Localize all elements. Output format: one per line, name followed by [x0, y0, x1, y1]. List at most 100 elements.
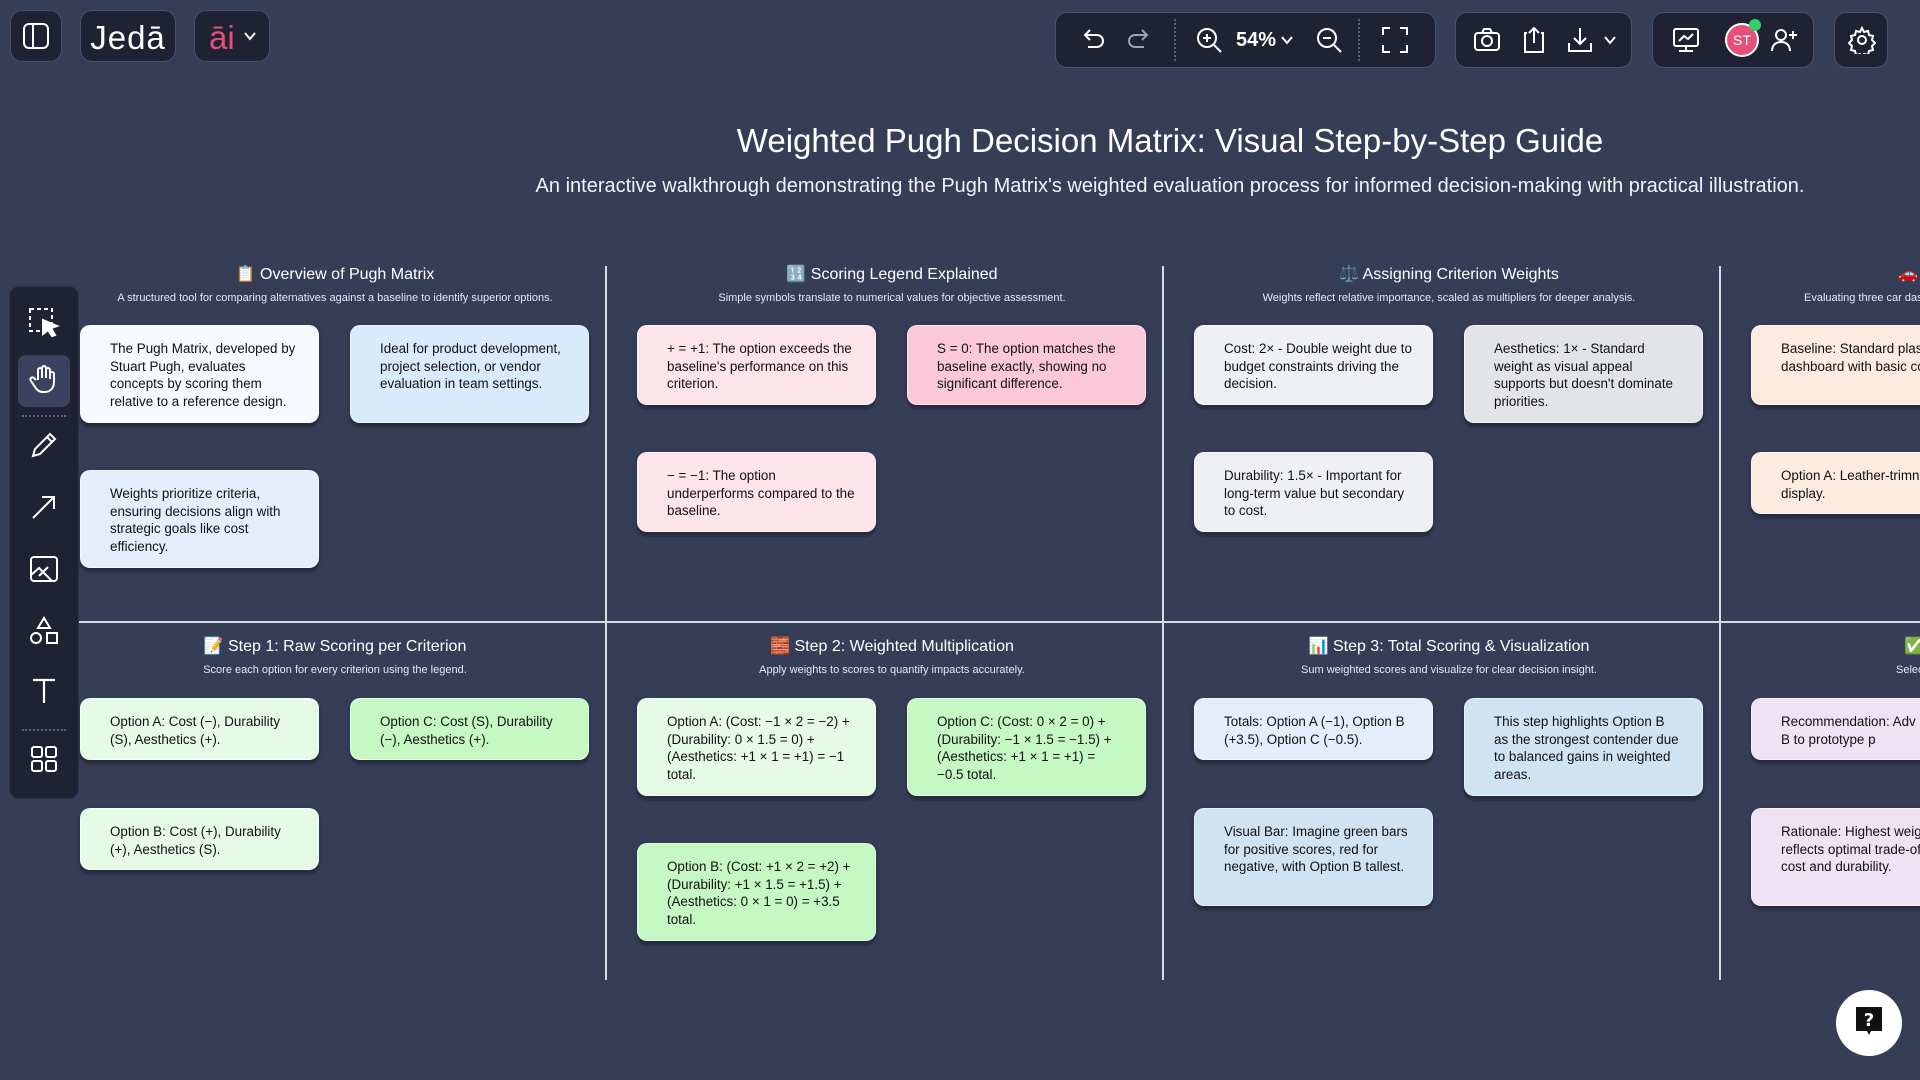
section-title: 📝 Step 1: Raw Scoring per Criterion — [203, 638, 467, 655]
pencil-icon — [29, 430, 59, 465]
section-title: 🧱 Step 2: Weighted Multiplication — [770, 638, 1014, 655]
camera-icon[interactable] — [1470, 23, 1504, 57]
zoom-level[interactable]: 54% — [1236, 29, 1277, 51]
download-icon[interactable] — [1563, 23, 1597, 57]
section-header-overview: 📋 Overview of Pugh Matrix A structured t… — [55, 264, 615, 304]
sticky-note[interactable]: Option C: Cost (S), Durability (−), Aest… — [350, 698, 589, 760]
toolbar-divider — [22, 415, 66, 417]
section-header-step1: 📝 Step 1: Raw Scoring per Criterion Scor… — [55, 636, 615, 676]
section-subtitle: Score each option for every criterion us… — [203, 664, 467, 676]
grid-divider — [605, 266, 607, 980]
sticky-note[interactable]: Totals: Option A (−1), Option B (+3.5), … — [1194, 698, 1433, 760]
section-header-step2: 🧱 Step 2: Weighted Multiplication Apply … — [612, 636, 1172, 676]
canvas-subtitle: An interactive walkthrough demonstrating… — [535, 175, 1805, 197]
chevron-down-icon — [241, 27, 259, 45]
grid-icon — [29, 744, 59, 779]
zoom-out-icon[interactable] — [1312, 23, 1346, 57]
undo-icon[interactable] — [1076, 23, 1110, 57]
sticky-note[interactable]: Aesthetics: 1× - Standard weight as visu… — [1464, 325, 1703, 423]
add-user-icon[interactable] — [1767, 23, 1801, 57]
section-header-recommendation: ✅ Selec — [1726, 636, 1920, 676]
grid-divider — [1162, 266, 1164, 980]
chevron-down-icon[interactable] — [1278, 31, 1296, 49]
section-header-example: 🚗 Evaluating three car das — [1726, 264, 1920, 304]
chevron-down-icon[interactable] — [1601, 31, 1619, 49]
section-header-weights: ⚖️ Assigning Criterion Weights Weights r… — [1169, 264, 1729, 304]
redo-icon[interactable] — [1122, 23, 1156, 57]
sticky-note[interactable]: Baseline: Standard plas dashboard with b… — [1751, 325, 1920, 405]
section-header-step3: 📊 Step 3: Total Scoring & Visualization … — [1169, 636, 1729, 676]
sticky-note[interactable]: Cost: 2× - Double weight due to budget c… — [1194, 325, 1433, 405]
ai-menu-button[interactable]: āi — [194, 10, 270, 62]
section-subtitle: Apply weights to scores to quantify impa… — [759, 664, 1025, 676]
select-tool[interactable] — [18, 299, 70, 351]
sticky-note[interactable]: Option B: (Cost: +1 × 2 = +2) + (Durabil… — [637, 843, 876, 941]
pen-tool[interactable] — [18, 421, 70, 473]
sticky-note[interactable]: Ideal for product development, project s… — [350, 325, 589, 423]
sidebar-panel-icon — [11, 11, 61, 61]
export-controls-group — [1455, 12, 1632, 68]
gear-icon — [1845, 23, 1879, 57]
toolbar-divider — [22, 729, 66, 731]
section-title: 📋 Overview of Pugh Matrix — [235, 266, 435, 283]
divider — [1174, 19, 1176, 61]
section-subtitle: Simple symbols translate to numerical va… — [718, 292, 1066, 304]
zoom-in-icon[interactable] — [1192, 23, 1226, 57]
jeda-logo[interactable]: Jedā — [80, 10, 176, 62]
sticky-note[interactable]: Option A: Cost (−), Durability (S), Aest… — [80, 698, 319, 760]
presentation-icon[interactable] — [1669, 23, 1703, 57]
logo-text: Jedā — [90, 19, 166, 56]
section-subtitle: Sum weighted scores and visualize for cl… — [1301, 664, 1597, 676]
arrow-tool[interactable] — [18, 483, 70, 535]
sticky-note[interactable]: Option B: Cost (+), Durability (+), Aest… — [80, 808, 319, 870]
collaboration-group: ST — [1652, 12, 1814, 68]
grid-divider — [1719, 266, 1721, 980]
sticky-note[interactable]: Option A: (Cost: −1 × 2 = −2) + (Durabil… — [637, 698, 876, 796]
grid-divider — [78, 621, 1920, 623]
hand-tool[interactable] — [18, 355, 70, 407]
settings-button[interactable] — [1834, 12, 1888, 68]
section-title: ✅ — [1904, 638, 1920, 655]
sticky-note[interactable]: Visual Bar: Imagine green bars for posit… — [1194, 808, 1433, 906]
sticky-note[interactable]: This step highlights Option B as the str… — [1464, 698, 1703, 796]
divider — [1358, 19, 1360, 61]
tools-toolbar — [9, 286, 79, 799]
text-tool[interactable] — [18, 667, 70, 719]
ai-label: āi — [209, 19, 235, 56]
section-header-scoring-legend: 🔢 Scoring Legend Explained Simple symbol… — [612, 264, 1172, 304]
canvas-title: Weighted Pugh Decision Matrix: Visual St… — [736, 122, 1604, 159]
sticky-note[interactable]: Option C: (Cost: 0 × 2 = 0) + (Durabilit… — [907, 698, 1146, 796]
help-button[interactable]: ? — [1836, 990, 1902, 1056]
fit-to-screen-icon[interactable] — [1378, 23, 1412, 57]
section-subtitle: Weights reflect relative importance, sca… — [1262, 292, 1636, 304]
sticky-note[interactable]: − = −1: The option underperforms compare… — [637, 452, 876, 532]
sticky-note[interactable]: + = +1: The option exceeds the baseline'… — [637, 325, 876, 405]
section-subtitle: A structured tool for comparing alternat… — [117, 292, 553, 304]
hand-icon — [28, 363, 60, 400]
templates-tool[interactable] — [18, 735, 70, 787]
avatar-initials: ST — [1733, 32, 1751, 48]
sidebar-toggle-button[interactable] — [10, 10, 62, 62]
shapes-icon — [28, 615, 60, 652]
sticky-note[interactable]: Durability: 1.5× - Important for long-te… — [1194, 452, 1433, 532]
image-icon — [28, 553, 60, 590]
section-subtitle: Evaluating three car das — [1804, 292, 1920, 304]
arrow-icon — [29, 492, 59, 527]
section-title: 🚗 — [1898, 266, 1918, 283]
upload-icon[interactable] — [1517, 23, 1551, 57]
help-icon: ? — [1853, 1004, 1885, 1043]
sticky-note[interactable]: Weights prioritize criteria, ensuring de… — [80, 470, 319, 568]
section-title: 📊 Step 3: Total Scoring & Visualization — [1308, 638, 1590, 655]
sticky-note[interactable]: Rationale: Highest weig total reflects o… — [1751, 808, 1920, 906]
sticky-note[interactable]: Recommendation: Adv Option B to prototyp… — [1751, 698, 1920, 760]
sticky-note[interactable]: Option A: Leather-trimn digital display. — [1751, 452, 1920, 514]
online-status-dot — [1749, 19, 1761, 31]
sticky-note[interactable]: The Pugh Matrix, developed by Stuart Pug… — [80, 325, 319, 423]
image-tool[interactable] — [18, 545, 70, 597]
select-cursor-icon — [27, 306, 61, 345]
sticky-note[interactable]: S = 0: The option matches the baseline e… — [907, 325, 1146, 405]
text-icon — [29, 676, 59, 711]
section-title: ⚖️ Assigning Criterion Weights — [1339, 266, 1559, 283]
svg-text:?: ? — [1864, 1010, 1874, 1031]
shapes-tool[interactable] — [18, 607, 70, 659]
